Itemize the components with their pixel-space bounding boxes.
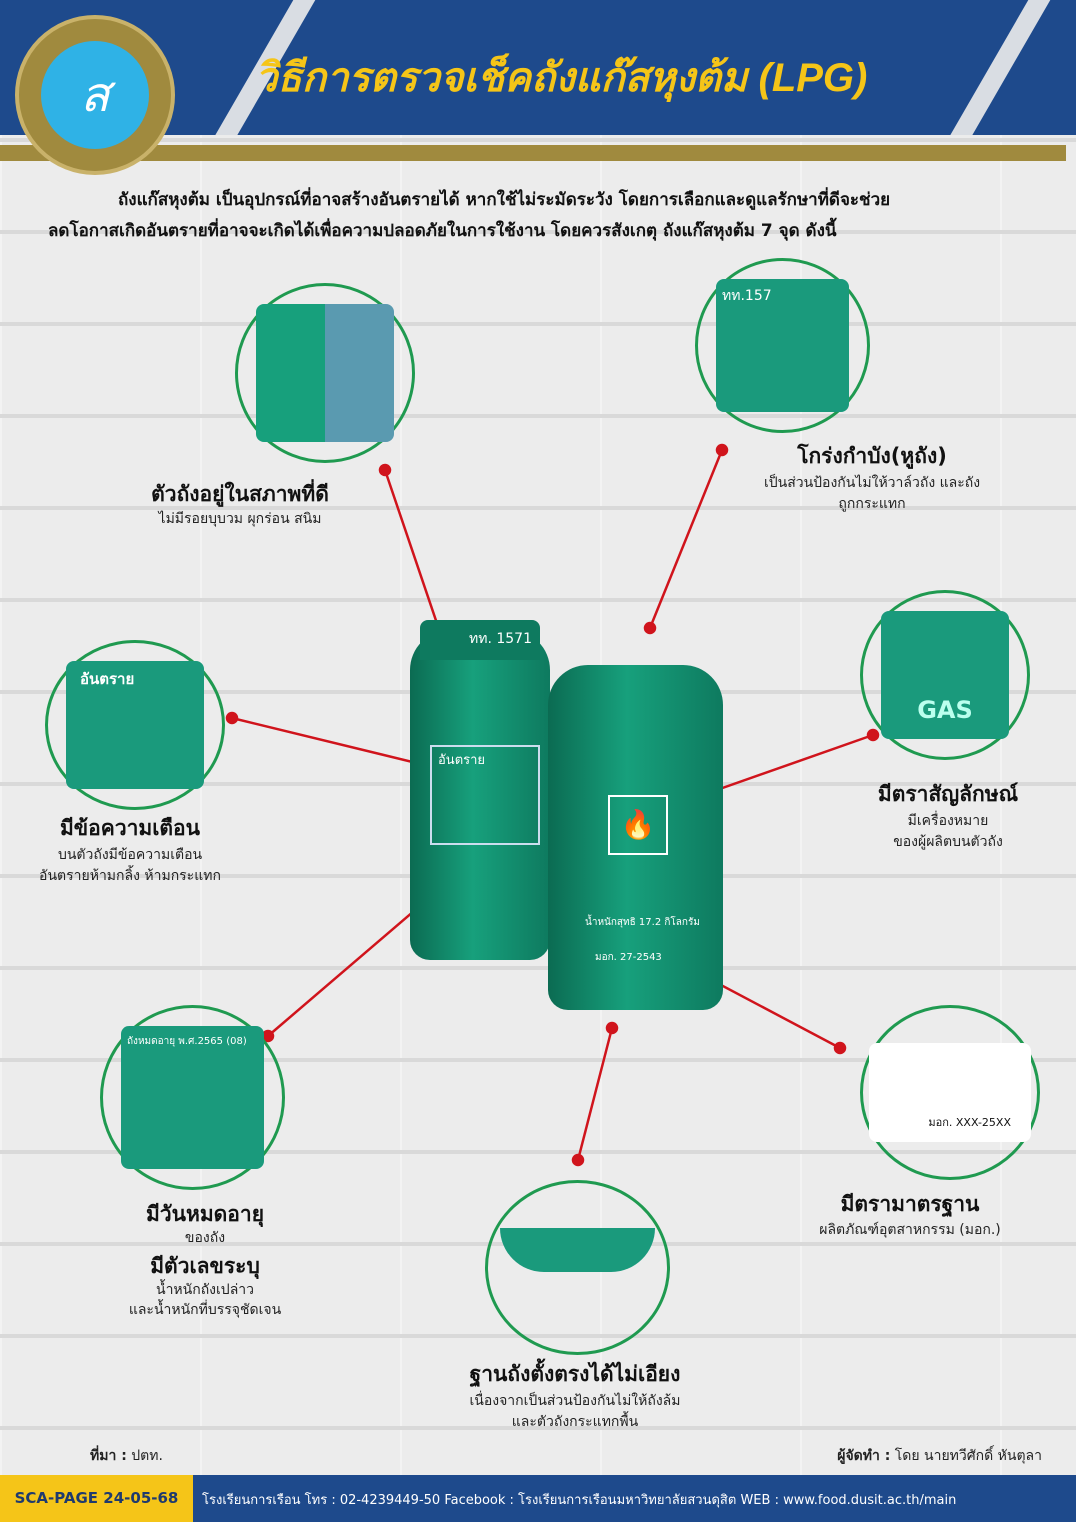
gas-symbol-image: GAS (860, 590, 1030, 760)
gas-cylinders-image: ทท. 1571 อันตราย 🔥 น้ำหนักสุทธิ 17.2 กิโ… (400, 620, 740, 1040)
university-logo: ส (15, 15, 175, 175)
page-title: วิธีการตรวจเช็คถังแก๊สหุงต้ม (LPG) (255, 56, 868, 100)
point-4-desc: ของผู้ผลิตบนตัวถัง (893, 834, 1003, 850)
warning-text-image: อันตราย (45, 640, 225, 810)
body-condition-image (235, 283, 415, 463)
flame-icon: 🔥 (608, 795, 668, 855)
point-6-desc: เนื่องจากเป็นส่วนป้องกันไม่ให้ถังล้ม (469, 1393, 681, 1409)
point-5-desc-2: และน้ำหนักที่บรรจุชัดเจน (128, 1302, 282, 1318)
point-5-title: มีวันหมดอายุ (145, 1202, 265, 1226)
base-ring-image (485, 1180, 670, 1355)
point-2-desc: ถูกกระแทก (838, 496, 906, 512)
point-6-desc: และตัวถังกระแทกพื้น (511, 1414, 639, 1430)
intro-line-2: ลดโอกาสเกิดอันตรายที่อาจจะเกิดได้เพื่อคว… (48, 221, 837, 241)
expiry-label-image: ถังหมดอายุ พ.ศ.2565 (08) (100, 1005, 285, 1190)
page-code-tag: SCA-PAGE 24-05-68 (0, 1475, 193, 1522)
point-3-desc: อันตรายห้ามกลิ้ง ห้ามกระแทก (39, 868, 221, 884)
point-1-title: ตัวถังอยู่ในสภาพที่ดี (151, 482, 329, 506)
point-2-title: โกร่งกำบัง(หูถัง) (797, 444, 947, 468)
intro-line-1: ถังแก๊สหุงต้ม เป็นอุปกรณ์ที่อาจสร้างอันต… (118, 190, 891, 210)
point-5-desc: ของถัง (184, 1230, 226, 1246)
header-banner (0, 0, 1076, 135)
footer-contact: โรงเรียนการเรือน โทร : 02-4239449-50 Fac… (202, 1493, 957, 1508)
warning-label: อันตราย (430, 745, 540, 845)
point-7-desc: ผลิตภัณฑ์อุตสาหกรรม (มอก.) (819, 1222, 1001, 1238)
point-1-desc: ไม่มีรอยบุบวม ผุกร่อน สนิม (158, 511, 322, 527)
point-4-desc: มีเครื่องหมาย (907, 813, 989, 829)
point-4-title: มีตราสัญลักษณ์ (877, 782, 1019, 806)
point-3-title: มีข้อความเตือน (59, 816, 201, 840)
point-7-title: มีตรามาตรฐาน (840, 1192, 980, 1216)
point-3-desc: บนตัวถังมีข้อความเตือน (57, 847, 203, 863)
source-credit: ที่มา : ปตท. (90, 1448, 163, 1464)
point-6-title: ฐานถังตั้งตรงได้ไม่เอียง (469, 1362, 681, 1386)
author-credit: ผู้จัดทำ : โดย นายทวีศักดิ์ หันตุลา (837, 1448, 1042, 1464)
gold-divider (0, 145, 1066, 161)
point-5-title-2: มีตัวเลขระบุ (150, 1254, 260, 1278)
valve-guard-image: ทท.157 (695, 258, 870, 433)
point-2-desc: เป็นส่วนป้องกันไม่ให้วาล์วถัง และถัง (763, 475, 981, 491)
point-5-desc-2: น้ำหนักถังเปล่าว (156, 1282, 254, 1298)
tis-standard-mark-image: มอก. XXX-25XX (860, 1005, 1040, 1180)
